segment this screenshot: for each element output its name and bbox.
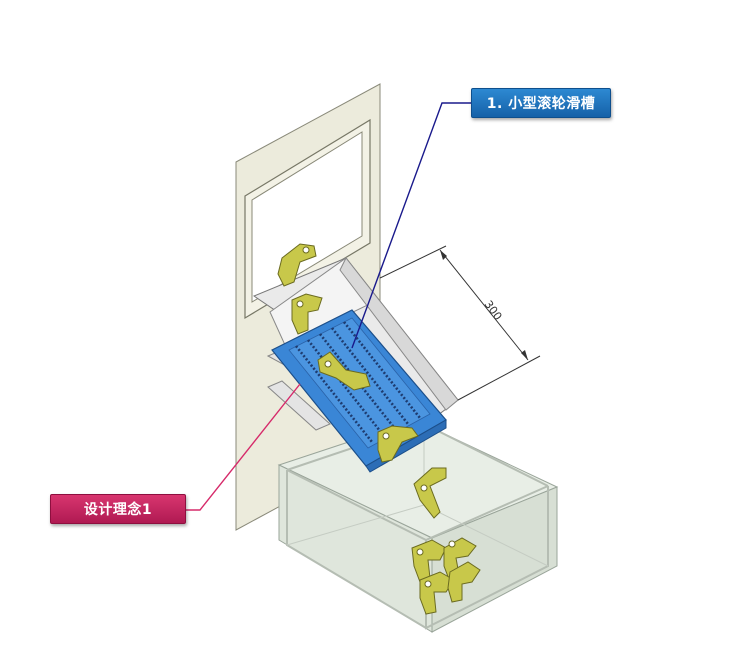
leader-line-top xyxy=(351,102,471,349)
leader-line-bottom xyxy=(186,383,301,511)
collection-box xyxy=(277,419,559,633)
dimension-line xyxy=(439,249,529,361)
part-chute-end xyxy=(377,425,419,463)
dimension-extension-bottom xyxy=(457,355,541,401)
dimension-extension-top xyxy=(379,245,447,279)
part-on-chute xyxy=(317,351,371,391)
dimension-label: 300 xyxy=(482,298,505,323)
dimension-300 xyxy=(379,245,541,401)
part-upper-mid xyxy=(291,293,323,335)
parts-stacked-in-box xyxy=(411,537,481,615)
callout-design-concept: 设计理念1 xyxy=(50,494,186,524)
part-falling xyxy=(413,467,447,519)
part-upper-left xyxy=(277,243,317,287)
callout-small-roller-chute: 1. 小型滚轮滑槽 xyxy=(471,88,611,118)
